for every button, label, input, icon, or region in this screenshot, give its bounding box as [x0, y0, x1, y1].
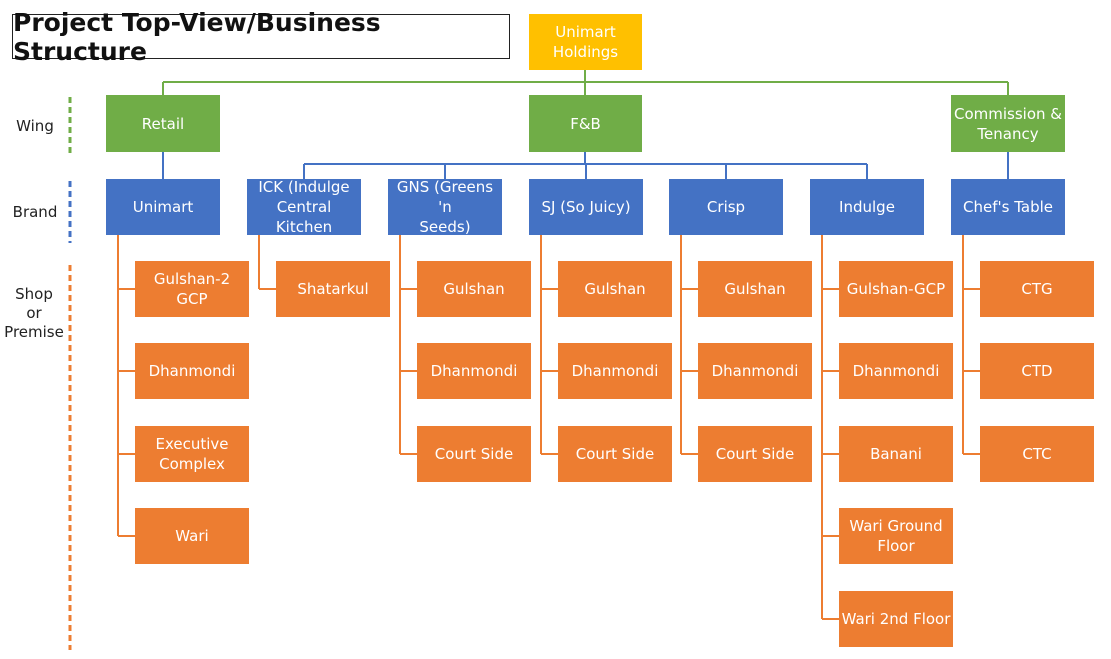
shop-node: Gulshan-2 GCP	[135, 261, 249, 317]
shop-node: Court Side	[558, 426, 672, 482]
shop-node: Gulshan	[698, 261, 812, 317]
level-label-shop: Shop or Premise	[4, 285, 64, 341]
shop-node: Executive Complex	[135, 426, 249, 482]
shop-node: Court Side	[698, 426, 812, 482]
brand-node: SJ (So Juicy)	[529, 179, 643, 235]
root-node-unimart-holdings: Unimart Holdings	[529, 14, 642, 70]
shop-node: Gulshan-GCP	[839, 261, 953, 317]
shop-node: Dhanmondi	[135, 343, 249, 399]
shop-node: Banani	[839, 426, 953, 482]
brand-node: Indulge	[810, 179, 924, 235]
shop-node: Dhanmondi	[698, 343, 812, 399]
shop-node: Gulshan	[558, 261, 672, 317]
wing-node-commission-tenancy: Commission & Tenancy	[951, 95, 1065, 152]
level-label-wing: Wing	[16, 117, 54, 135]
shop-node: Wari 2nd Floor	[839, 591, 953, 647]
brand-node: ICK (Indulge Central Kitchen	[247, 178, 361, 236]
shop-node: Wari Ground Floor	[839, 508, 953, 564]
shop-node: Gulshan	[417, 261, 531, 317]
brand-node: Crisp	[669, 179, 783, 235]
chart-title: Project Top-View/Business Structure	[12, 8, 510, 66]
shop-node: CTD	[980, 343, 1094, 399]
wing-node-fnb: F&B	[529, 95, 642, 152]
shop-node: Court Side	[417, 426, 531, 482]
brand-node: GNS (Greens 'n Seeds)	[388, 178, 502, 236]
shop-node: Shatarkul	[276, 261, 390, 317]
shop-node: Dhanmondi	[558, 343, 672, 399]
shop-node: Dhanmondi	[417, 343, 531, 399]
brand-node: Chef's Table	[951, 179, 1065, 235]
brand-node: Unimart	[106, 179, 220, 235]
shop-node: CTC	[980, 426, 1094, 482]
wing-node-retail: Retail	[106, 95, 220, 152]
shop-node: Dhanmondi	[839, 343, 953, 399]
shop-node: CTG	[980, 261, 1094, 317]
level-label-brand: Brand	[12, 203, 58, 221]
shop-node: Wari	[135, 508, 249, 564]
